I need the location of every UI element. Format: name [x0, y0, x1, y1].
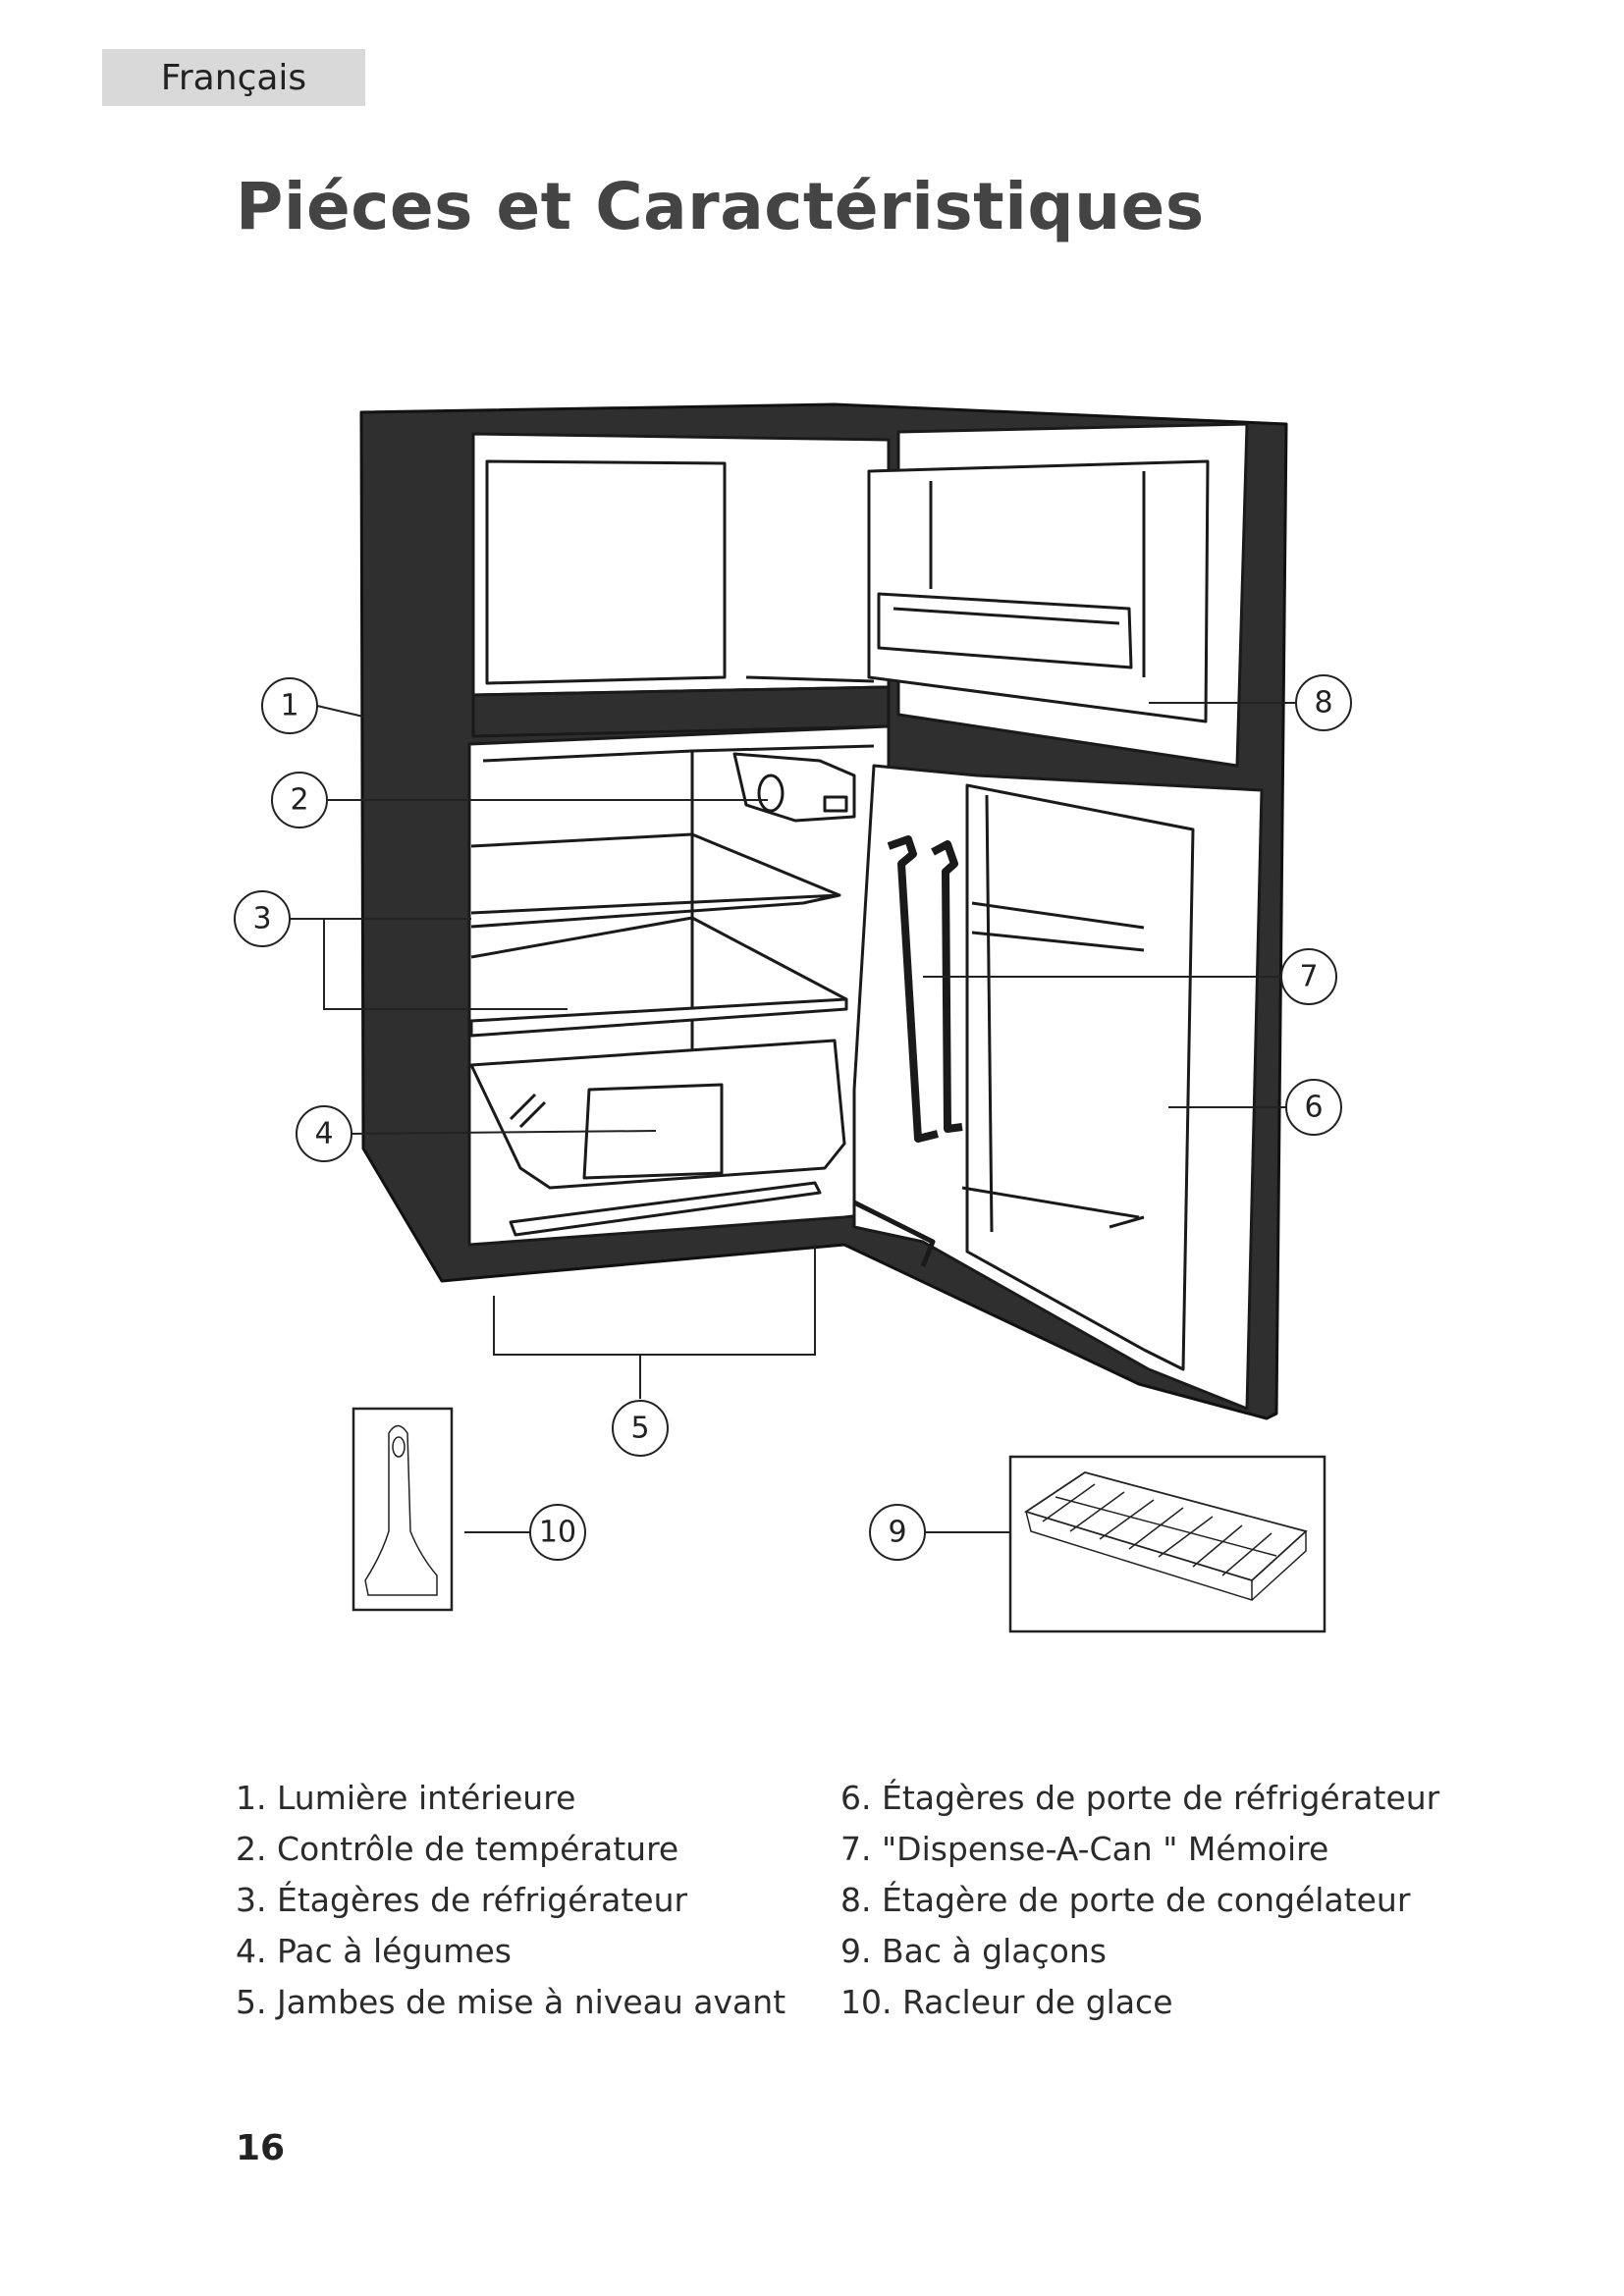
legend-item: 1. Lumière intérieure [236, 1773, 785, 1824]
parts-legend-right: 6. Étagères de porte de réfrigérateur 7.… [840, 1773, 1439, 2028]
page-number: 16 [236, 2128, 285, 2168]
legend-item: 3. Étagères de réfrigérateur [236, 1875, 785, 1926]
legend-item: 5. Jambes de mise à niveau avant [236, 1977, 785, 2028]
callout-label-4: 4 [314, 1117, 333, 1151]
callout-label-9: 9 [888, 1516, 906, 1550]
callout-label-10: 10 [539, 1516, 576, 1550]
legend-item: 7. "Dispense-A-Can " Mémoire [840, 1824, 1439, 1875]
ice-tray [1010, 1457, 1325, 1631]
legend-item: 4. Pac à légumes [236, 1926, 785, 1977]
callout-label-1: 1 [280, 689, 298, 723]
legend-item: 10. Racleur de glace [840, 1977, 1439, 2028]
callout-label-8: 8 [1314, 686, 1332, 721]
crisper-drawer [471, 1041, 844, 1188]
legend-item: 2. Contrôle de température [236, 1824, 785, 1875]
parts-legend-left: 1. Lumière intérieure 2. Contrôle de tem… [236, 1773, 785, 2028]
callout-label-3: 3 [252, 902, 271, 936]
callout-label-6: 6 [1304, 1091, 1323, 1125]
refrigerator-parts-diagram: 1 2 3 4 5 6 7 8 9 10 [0, 0, 1624, 1669]
legend-item: 6. Étagères de porte de réfrigérateur [840, 1773, 1439, 1824]
legend-item: 9. Bac à glaçons [840, 1926, 1439, 1977]
callout-label-2: 2 [290, 783, 308, 818]
legend-item: 8. Étagère de porte de congélateur [840, 1875, 1439, 1926]
callout-label-5: 5 [630, 1412, 649, 1446]
ice-scraper [353, 1409, 452, 1610]
callout-label-7: 7 [1299, 960, 1318, 994]
